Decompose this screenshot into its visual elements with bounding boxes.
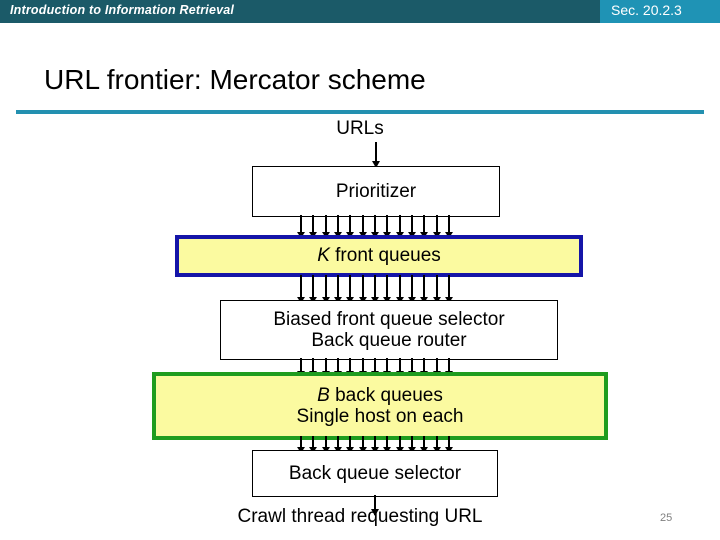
back-queue-selector-label: Back queue selector (288, 462, 462, 484)
course-title: Introduction to Information Retrieval (10, 3, 235, 17)
urls-input-label: URLs (336, 118, 384, 139)
biased-selector-router-box: Biased front queue selector Back queue r… (220, 300, 558, 360)
back-queues-box: B back queues Single host on each (152, 372, 608, 440)
section-badge-label: Sec. 20.2.3 (611, 2, 682, 18)
back-queues-label: B back queues (317, 385, 443, 406)
back-queue-selector-box: Back queue selector (252, 450, 498, 497)
arrow-urls-to-prioritizer (371, 142, 380, 168)
arrow-back-selector-to-crawl-thread (370, 495, 379, 516)
title-divider (16, 110, 704, 114)
header-bar (0, 0, 720, 23)
arrows-prioritizer-to-front-queues (297, 215, 453, 238)
back-queues-subtitle: Single host on each (296, 406, 464, 427)
page-title: URL frontier: Mercator scheme (44, 64, 426, 95)
arrows-front-queues-to-selector (297, 275, 453, 303)
back-queues-symbol: B (317, 384, 330, 406)
page-number: 25 (660, 512, 673, 524)
front-queues-symbol: K (317, 245, 330, 267)
prioritizer-box: Prioritizer (252, 166, 500, 217)
back-queue-router-label: Back queue router (311, 330, 467, 351)
section-badge: Sec. 20.2.3 (600, 0, 720, 23)
crawl-thread-label: Crawl thread requesting URL (237, 506, 483, 527)
front-queues-text: front queues (329, 245, 441, 267)
front-queues-label: K front queues (317, 245, 441, 266)
prioritizer-label: Prioritizer (335, 180, 417, 202)
back-queues-text: back queues (329, 384, 443, 406)
biased-front-queue-selector-label: Biased front queue selector (273, 308, 505, 330)
front-queues-box: K front queues (175, 235, 583, 277)
